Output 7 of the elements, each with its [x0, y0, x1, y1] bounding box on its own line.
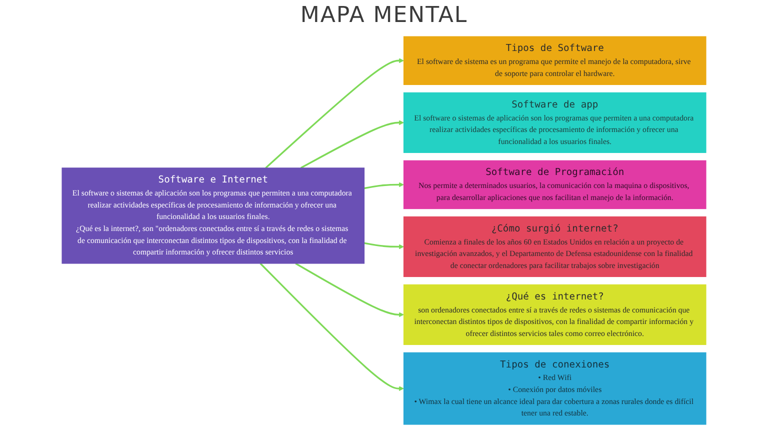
arrow [260, 262, 404, 392]
arrow [364, 242, 404, 250]
diagram-title: MAPA MENTAL [300, 3, 468, 29]
arrow [265, 58, 404, 169]
arrow [364, 182, 404, 190]
arrow [295, 262, 404, 318]
arrow [300, 120, 404, 169]
